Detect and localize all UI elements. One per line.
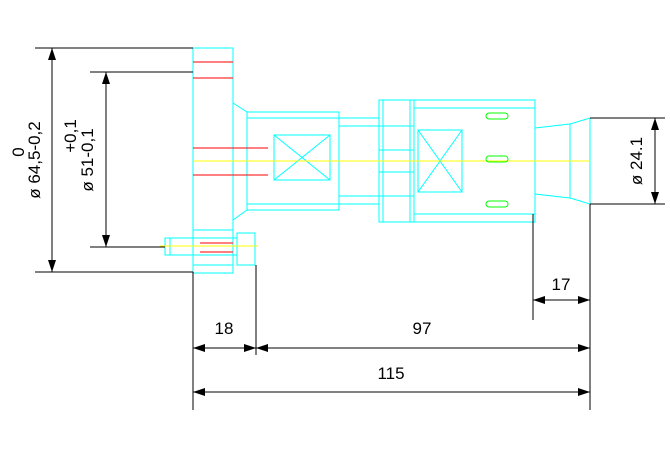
section-lines: [193, 61, 268, 253]
dia-outer-value: ø 64,5-0,2: [25, 121, 44, 199]
centerlines: [160, 160, 590, 247]
dia-bore-tolerance: +0,1: [61, 119, 80, 153]
dimension-lines: [35, 47, 665, 410]
dia-outer-tolerance: 0: [9, 147, 28, 156]
len-total-label: 115: [377, 364, 404, 383]
slots: [485, 112, 509, 208]
len-flange-label: 18: [215, 319, 234, 338]
len-body-label: 97: [413, 319, 432, 338]
dia-end-value: ø 24.1: [627, 137, 646, 185]
len-end-label: 17: [552, 275, 571, 294]
dia-bore-value: ø 51-0,1: [78, 128, 97, 191]
arrowheads: [48, 48, 659, 396]
